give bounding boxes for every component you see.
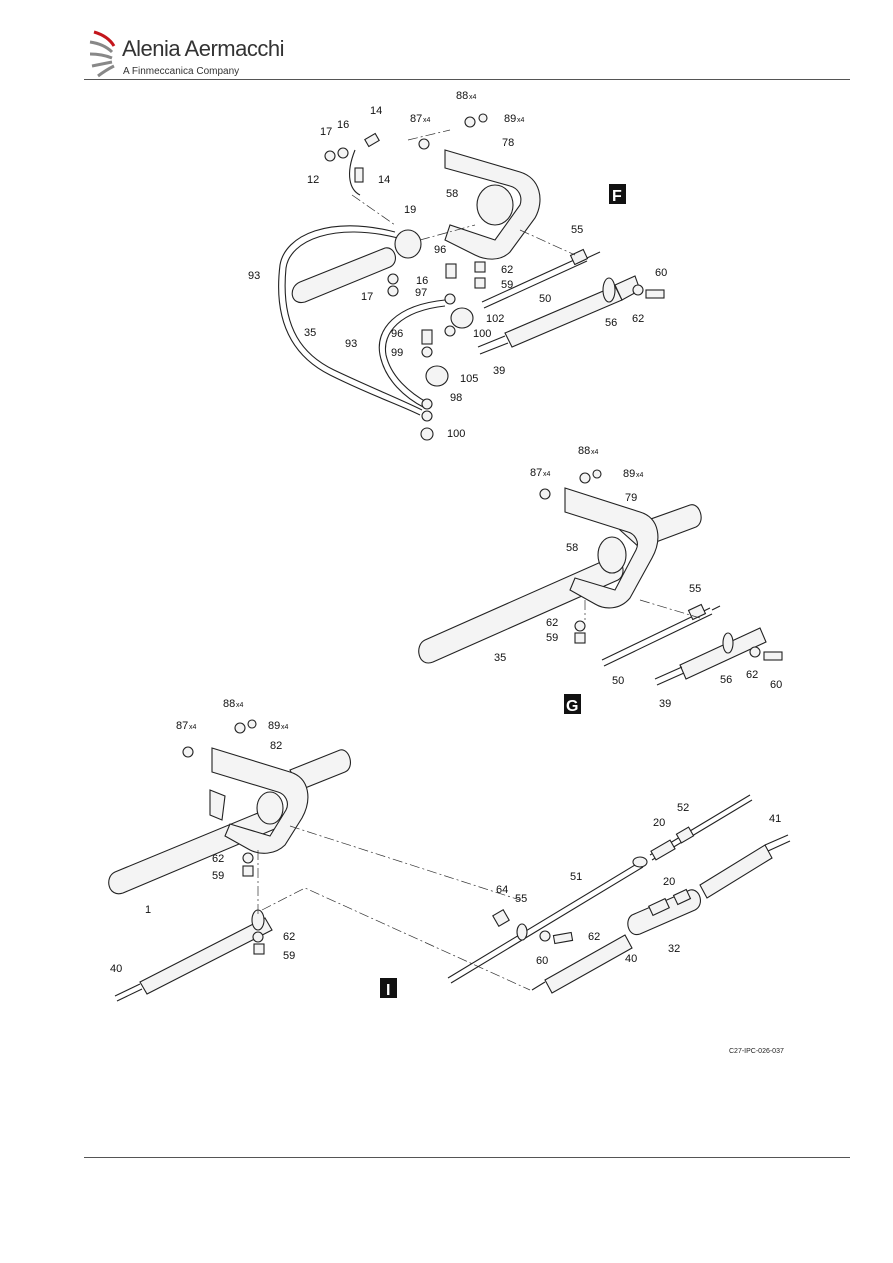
callout: 40 [625, 953, 637, 965]
view-f-labels: 14 17 16 14 12 19 93 16 17 35 93 96 97 9… [248, 90, 667, 440]
view-i-illustration [108, 719, 791, 1002]
callout: 89 [268, 720, 280, 732]
callout: 100 [447, 428, 465, 440]
callout: 88 [456, 90, 468, 102]
callout: 52 [677, 802, 689, 814]
callout-qty: x4 [281, 724, 289, 731]
callout-qty: x4 [517, 117, 525, 124]
callout: 19 [404, 204, 416, 216]
callout: 62 [501, 264, 513, 276]
callout: 100 [473, 328, 491, 340]
callout-qty: x4 [591, 449, 599, 456]
view-f-letter: F [612, 188, 622, 205]
callout: 60 [770, 679, 782, 691]
view-f-marker: F [609, 184, 626, 205]
callout: 59 [212, 870, 224, 882]
view-f-illustration [278, 113, 665, 441]
callout: 89 [623, 468, 635, 480]
callout: 17 [320, 126, 332, 138]
callout-qty: x4 [189, 724, 197, 731]
callout: 97 [415, 287, 427, 299]
callout: 20 [663, 876, 675, 888]
callout: 99 [391, 347, 403, 359]
callout: 55 [571, 224, 583, 236]
callout: 93 [345, 338, 357, 350]
callout: 102 [486, 313, 504, 325]
callout: 14 [378, 174, 390, 186]
callout: 93 [248, 270, 260, 282]
callout: 35 [304, 327, 316, 339]
view-g-letter: G [566, 698, 578, 715]
callout: 16 [337, 119, 349, 131]
callout: 105 [460, 373, 478, 385]
callout: 55 [689, 583, 701, 595]
callout: 78 [502, 137, 514, 149]
callout: 50 [612, 675, 624, 687]
callout: 59 [283, 950, 295, 962]
callout-qty: x4 [469, 94, 477, 101]
callout: 17 [361, 291, 373, 303]
callout: 56 [720, 674, 732, 686]
callout: 51 [570, 871, 582, 883]
callout: 40 [110, 963, 122, 975]
callout: 1 [145, 904, 151, 916]
header-rule [84, 79, 850, 80]
callout: 98 [450, 392, 462, 404]
callout: 62 [283, 931, 295, 943]
logo-subtitle: A Finmeccanica Company [123, 66, 240, 77]
figure-reference: C27-IPC-026-037 [729, 1048, 784, 1055]
callout: 62 [212, 853, 224, 865]
callout: 64 [496, 884, 508, 896]
callout-qty: x4 [636, 472, 644, 479]
callout: 62 [588, 931, 600, 943]
callout: 35 [494, 652, 506, 664]
callout: 50 [539, 293, 551, 305]
callout: 16 [416, 275, 428, 287]
view-g-illustration [418, 469, 783, 686]
callout: 79 [625, 492, 637, 504]
callout: 60 [655, 267, 667, 279]
callout: 58 [446, 188, 458, 200]
callout: 88 [223, 698, 235, 710]
callout: 62 [632, 313, 644, 325]
view-i-labels: 88 x4 87 x4 89 x4 82 62 59 1 62 59 40 52… [110, 698, 781, 975]
footer-rule [84, 1157, 850, 1158]
callout: 59 [546, 632, 558, 644]
callout: 96 [434, 244, 446, 256]
callout: 59 [501, 279, 513, 291]
callout: 14 [370, 105, 382, 117]
logo-mark-icon [89, 30, 116, 78]
callout: 60 [536, 955, 548, 967]
callout: 55 [515, 893, 527, 905]
callout: 20 [653, 817, 665, 829]
callout-qty: x4 [236, 702, 244, 709]
callout: 58 [566, 542, 578, 554]
callout-qty: x4 [543, 471, 551, 478]
logo-name: Alenia Aermacchi [122, 36, 284, 61]
callout: 12 [307, 174, 319, 186]
callout: 87 [530, 467, 542, 479]
view-g-marker: G [564, 694, 581, 715]
callout: 62 [546, 617, 558, 629]
callout: 41 [769, 813, 781, 825]
callout: 87 [176, 720, 188, 732]
callout: 82 [270, 740, 282, 752]
callout: 32 [668, 943, 680, 955]
callout: 96 [391, 328, 403, 340]
view-g-labels: 88 x4 87 x4 89 x4 79 58 55 35 62 59 50 5… [494, 445, 782, 710]
view-i-marker: I [380, 978, 397, 999]
callout: 56 [605, 317, 617, 329]
callout-qty: x4 [423, 117, 431, 124]
callout: 39 [493, 365, 505, 377]
callout: 39 [659, 698, 671, 710]
view-i-letter: I [386, 982, 390, 999]
callout: 89 [504, 113, 516, 125]
callout: 88 [578, 445, 590, 457]
callout: 62 [746, 669, 758, 681]
company-logo: Alenia Aermacchi A Finmeccanica Company [88, 26, 308, 82]
callout: 87 [410, 113, 422, 125]
